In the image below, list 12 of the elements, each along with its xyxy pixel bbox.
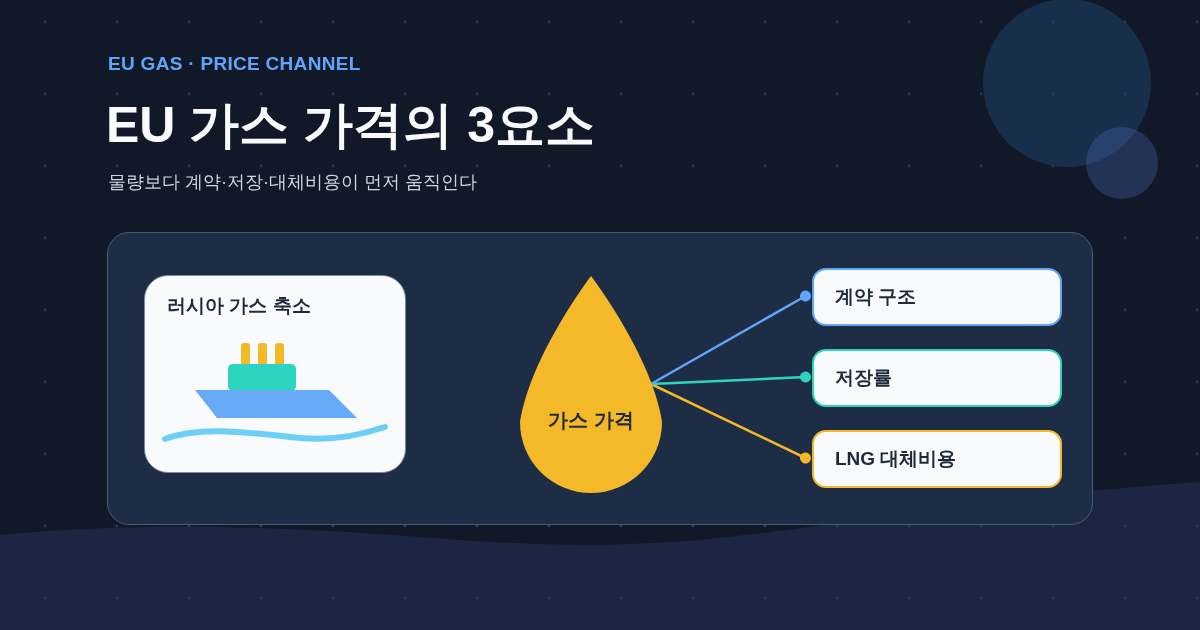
card-title: 러시아 가스 축소	[167, 294, 311, 318]
factor-box: 계약 구조	[812, 268, 1062, 326]
title: EU 가스 가격의 3요소	[106, 96, 595, 155]
connector-line	[649, 290, 811, 386]
drop-shape: 가스 가격	[520, 276, 662, 493]
connector-line	[649, 382, 811, 464]
factor-box: 저장률	[812, 349, 1062, 407]
info-card	[144, 275, 406, 473]
subtitle: 물량보다 계약·저장·대체비용이 먼저 움직인다	[108, 171, 477, 194]
kicker-text: EU GAS · PRICE CHANNEL	[108, 52, 361, 75]
factor-box: LNG 대체비용	[812, 430, 1062, 488]
panel	[107, 232, 1093, 525]
